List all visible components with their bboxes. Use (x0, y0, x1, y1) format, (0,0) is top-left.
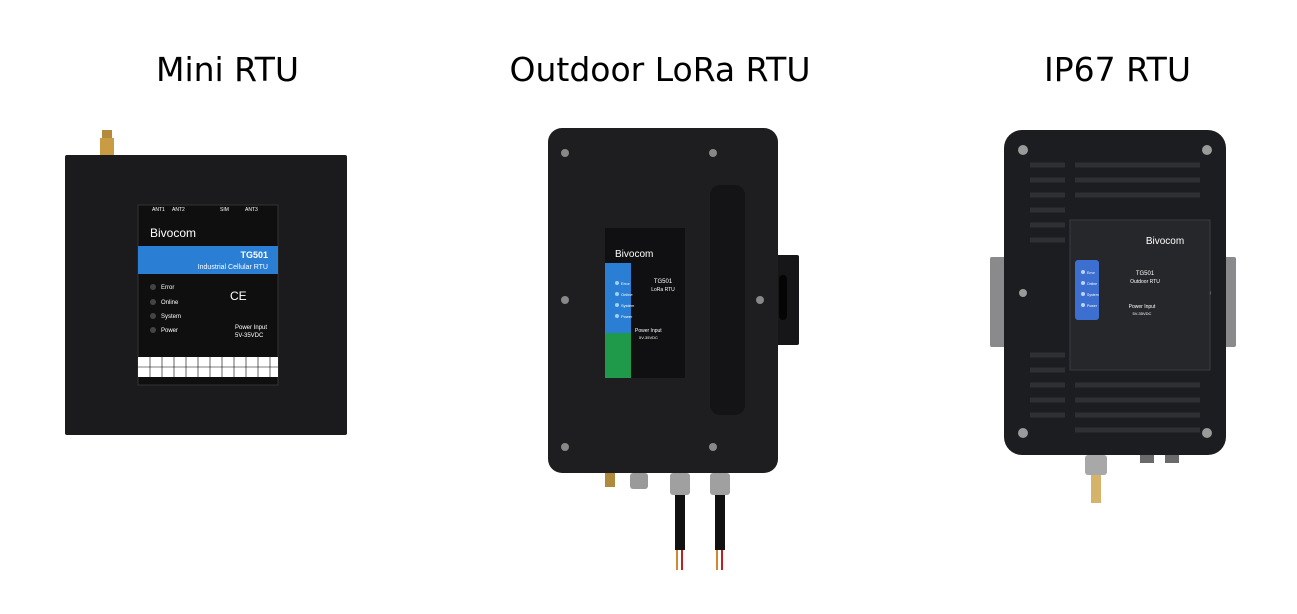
mini-rtu-device-image: ANT1 ANT2 SIM ANT3 Bivocom TG501 Industr… (65, 130, 347, 435)
ip67-led-label: Error (1087, 271, 1096, 275)
mini-port-label: SIM (220, 207, 229, 213)
ip67-led-label: Online (1087, 282, 1097, 286)
lora-led-label: Online (621, 292, 633, 297)
mini-port-label: ANT1 (152, 207, 165, 213)
product-title-outdoor-lora-rtu: Outdoor LoRa RTU (509, 50, 811, 89)
product-title-ip67-rtu: IP67 RTU (1044, 50, 1191, 89)
mini-led-label: Online (161, 300, 179, 306)
ip67-subtitle: Outdoor RTU (1130, 279, 1160, 285)
lora-brand: Bivocom (615, 249, 653, 260)
mini-ce-mark: CE (230, 289, 247, 303)
mini-led-label: System (161, 314, 181, 320)
lora-model: TG501 (654, 279, 673, 285)
lora-led-label: System (621, 303, 635, 308)
ip67-blue-strip (1075, 260, 1099, 320)
mini-brand: Bivocom (150, 226, 196, 240)
mini-led-label: Power (161, 328, 178, 334)
ip67-rtu-device-image: Bivocom Error Online System Power TG501 … (990, 130, 1236, 503)
ip67-model: TG501 (1136, 271, 1155, 277)
ip67-power-label: Power Input (1129, 304, 1156, 310)
mini-led-label: Error (161, 285, 174, 291)
ip67-led-label: Power (1087, 304, 1098, 308)
mini-model: TG501 (240, 250, 268, 260)
ip67-power-value: 5V-35VDC (1133, 311, 1152, 316)
lora-subtitle: LoRa RTU (651, 287, 675, 293)
mini-port-label: ANT3 (245, 207, 258, 213)
lora-led-label: Power (621, 314, 633, 319)
ip67-led-label: System (1087, 293, 1099, 297)
lora-power-label: Power Input (635, 328, 662, 334)
lora-led-label: Error (621, 281, 631, 286)
mini-power-label: Power Input (235, 325, 267, 331)
lora-power-value: 5V-35VDC (639, 335, 658, 340)
outdoor-lora-rtu-device-image: Bivocom Error Online System Power TG501 … (548, 128, 799, 570)
product-title-mini-rtu: Mini RTU (155, 50, 300, 89)
lora-blue-strip (605, 263, 631, 333)
mini-power-value: 5V-35VDC (235, 333, 264, 339)
mini-blue-band (138, 246, 278, 274)
mini-port-label: ANT2 (172, 207, 185, 213)
lora-green-strip (605, 333, 631, 378)
mini-subtitle: Industrial Cellular RTU (198, 264, 268, 271)
ip67-brand: Bivocom (1146, 236, 1184, 247)
